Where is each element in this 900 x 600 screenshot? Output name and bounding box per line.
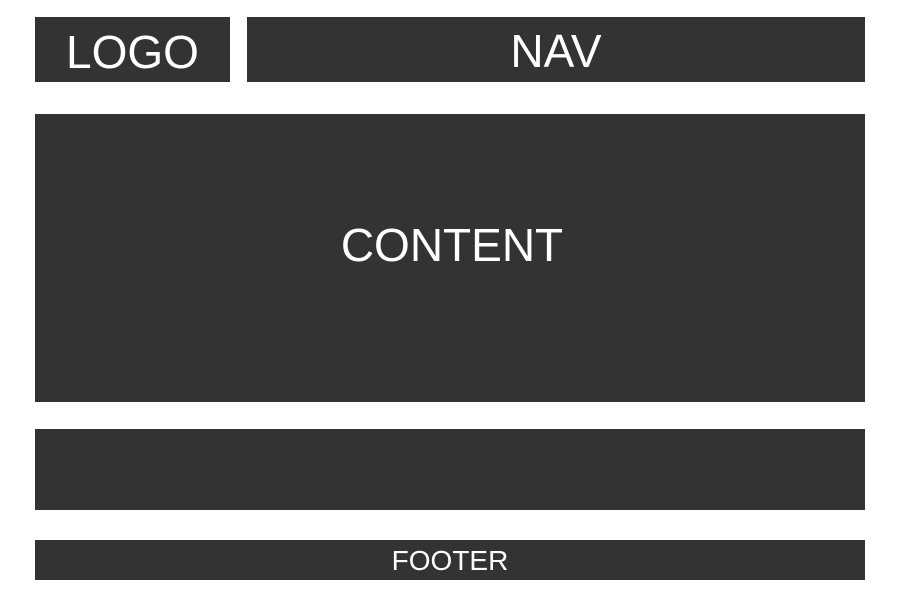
content-label: CONTENT: [340, 219, 564, 271]
secondary-section-placeholder: [35, 429, 865, 510]
footer-placeholder: FOOTER: [35, 540, 865, 580]
content-placeholder: CONTENT: [35, 114, 865, 402]
logo-label: LOGO: [66, 25, 199, 78]
footer-label: FOOTER: [391, 545, 509, 576]
nav-placeholder[interactable]: NAV: [247, 17, 865, 82]
logo-placeholder[interactable]: LOGO: [35, 17, 230, 82]
nav-label: NAV: [510, 24, 602, 77]
